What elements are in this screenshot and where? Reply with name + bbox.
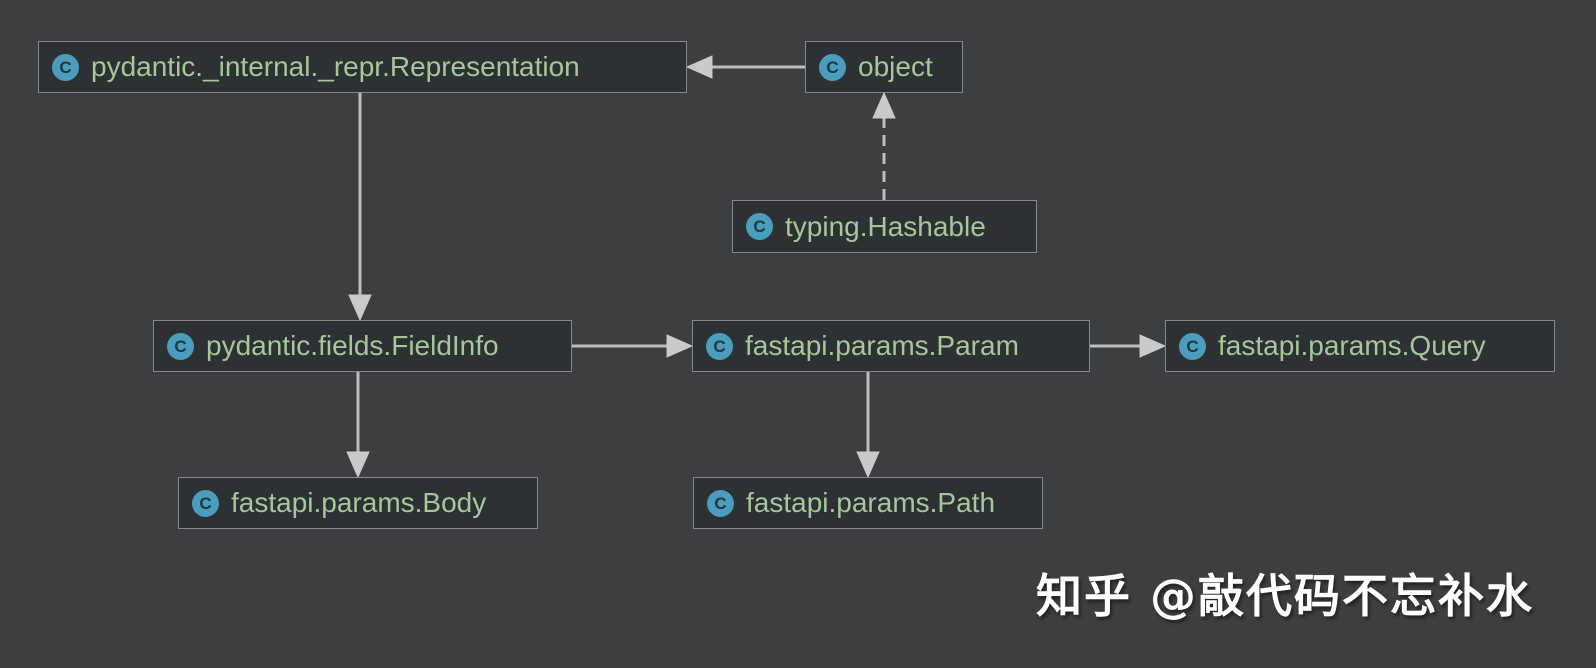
arrowhead-right-icon: [1139, 334, 1167, 358]
class-node-label: object: [858, 51, 933, 82]
edge-fieldinfo-to-param: [572, 334, 694, 358]
class-node-object[interactable]: C object: [805, 41, 963, 93]
class-node-label: fastapi.params.Query: [1218, 330, 1486, 361]
edge-param-to-path: [856, 372, 880, 479]
arrowhead-down-icon: [346, 451, 370, 479]
edge-object-to-representation: [685, 55, 805, 79]
arrowhead-left-icon: [685, 55, 713, 79]
class-node-label: pydantic._internal._repr.Representation: [91, 51, 580, 82]
class-node-fieldinfo[interactable]: C pydantic.fields.FieldInfo: [153, 320, 572, 372]
class-node-path[interactable]: C fastapi.params.Path: [693, 477, 1043, 529]
class-icon: C: [746, 213, 773, 240]
class-icon: C: [1179, 332, 1206, 360]
class-icon: C: [707, 489, 734, 517]
class-node-label: fastapi.params.Param: [745, 330, 1019, 361]
class-node-body[interactable]: C fastapi.params.Body: [178, 477, 538, 529]
class-node-label: fastapi.params.Path: [746, 487, 996, 518]
class-icon: C: [192, 489, 219, 517]
arrowhead-right-icon: [666, 334, 694, 358]
class-node-label: typing.Hashable: [785, 210, 986, 242]
class-node-label: pydantic.fields.FieldInfo: [206, 330, 499, 361]
edge-hashable-to-object: [872, 91, 896, 200]
class-node-hashable[interactable]: C typing.Hashable: [732, 200, 1037, 253]
class-icon: C: [167, 332, 194, 360]
arrowhead-up-icon: [872, 91, 896, 119]
class-node-param[interactable]: C fastapi.params.Param: [692, 320, 1090, 372]
zhihu-watermark: 知乎 @敲代码不忘补水: [1035, 569, 1534, 623]
arrowhead-down-icon: [856, 451, 880, 479]
class-icon: C: [819, 53, 846, 81]
arrowhead-down-icon: [348, 294, 372, 322]
class-icon: C: [706, 332, 733, 360]
edge-fieldinfo-to-body: [346, 372, 370, 479]
class-icon: C: [52, 53, 79, 81]
class-node-query[interactable]: C fastapi.params.Query: [1165, 320, 1555, 372]
edge-representation-to-fieldinfo: [348, 93, 372, 322]
class-node-representation[interactable]: C pydantic._internal._repr.Representatio…: [38, 41, 687, 93]
edge-param-to-query: [1090, 334, 1167, 358]
class-node-label: fastapi.params.Body: [231, 487, 487, 518]
